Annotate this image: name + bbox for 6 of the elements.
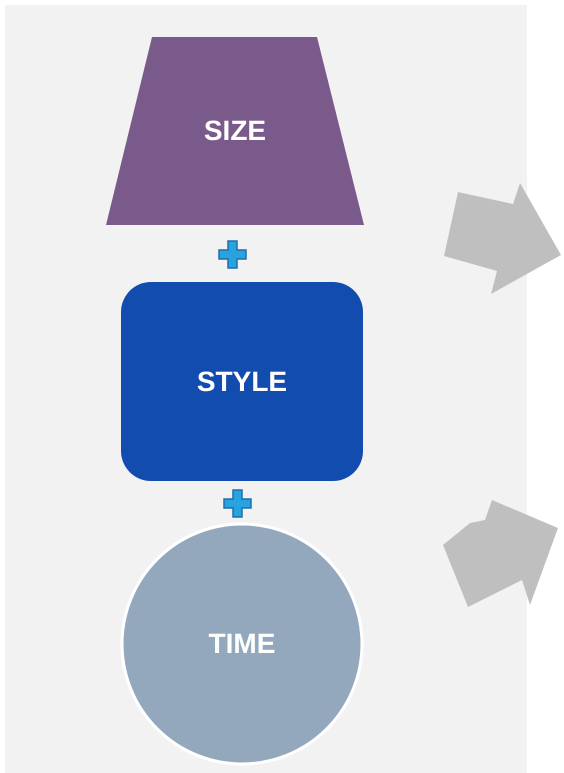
trapezoid-shape xyxy=(106,37,364,225)
circle-shape xyxy=(120,522,364,766)
rounded-box xyxy=(121,282,363,481)
node-label: STYLE xyxy=(196,366,288,398)
node-label: TIME xyxy=(208,628,276,660)
node-label: SIZE xyxy=(204,115,266,147)
